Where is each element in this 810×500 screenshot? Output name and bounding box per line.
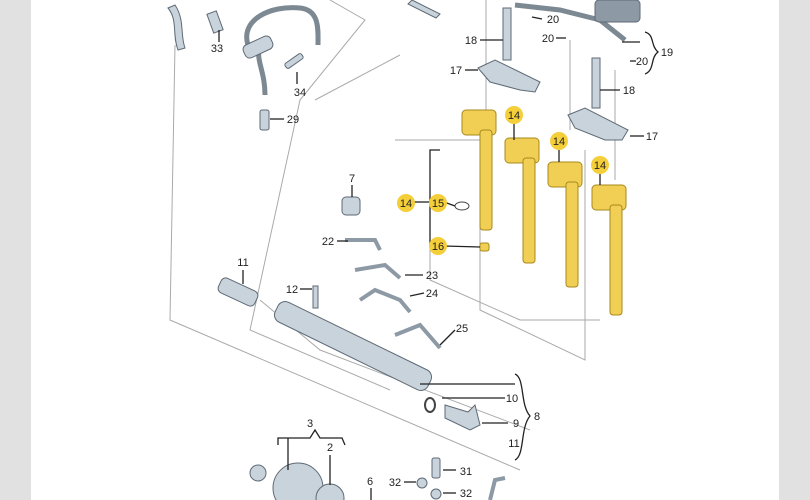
callout-2: 2 xyxy=(327,442,333,454)
right-margin-bar xyxy=(779,0,810,500)
callout-32: 32 xyxy=(389,477,401,489)
guide-lines xyxy=(169,0,616,471)
callout-11: 11 xyxy=(237,257,248,269)
highlight-badges xyxy=(397,106,609,255)
callout-18: 18 xyxy=(623,85,635,97)
callout-6: 6 xyxy=(367,476,373,488)
callout-17: 17 xyxy=(646,131,658,143)
callout-22: 22 xyxy=(322,236,334,248)
callout-14: 14 xyxy=(594,160,606,172)
leader-lines xyxy=(218,16,660,500)
callout-labels: 33 34 29 18 20 20 19 20 18 17 17 14 14 1… xyxy=(211,14,673,500)
injectors xyxy=(454,109,627,316)
callout-24: 24 xyxy=(426,288,438,300)
callout-33: 33 xyxy=(211,43,223,55)
callout-12: 12 xyxy=(286,284,298,296)
callout-19: 19 xyxy=(661,47,673,59)
fuel-rail xyxy=(217,196,481,431)
pump-parts xyxy=(249,457,506,500)
callout-8: 8 xyxy=(534,411,540,423)
callout-17: 17 xyxy=(450,65,462,77)
callout-15: 15 xyxy=(432,198,444,210)
callout-20: 20 xyxy=(542,33,554,45)
callout-25: 25 xyxy=(456,323,468,335)
callout-23: 23 xyxy=(426,270,438,282)
callout-18: 18 xyxy=(465,35,477,47)
callout-14: 14 xyxy=(553,136,565,148)
callout-29: 29 xyxy=(287,114,299,126)
left-margin-bar xyxy=(0,0,31,500)
callout-20: 20 xyxy=(636,56,648,68)
callout-16: 16 xyxy=(432,241,444,253)
callout-14: 14 xyxy=(400,198,412,210)
callout-14: 14 xyxy=(508,110,520,122)
callout-31: 31 xyxy=(460,466,472,478)
hose-parts xyxy=(167,0,441,131)
callout-9: 9 xyxy=(513,418,519,430)
callout-32: 32 xyxy=(460,488,472,500)
callout-11: 11 xyxy=(508,438,519,450)
callout-34: 34 xyxy=(294,87,306,99)
callout-10: 10 xyxy=(506,393,518,405)
fuel-return-parts xyxy=(477,0,641,141)
callout-3: 3 xyxy=(307,418,313,430)
callout-7: 7 xyxy=(349,173,355,185)
callout-20: 20 xyxy=(547,14,559,26)
